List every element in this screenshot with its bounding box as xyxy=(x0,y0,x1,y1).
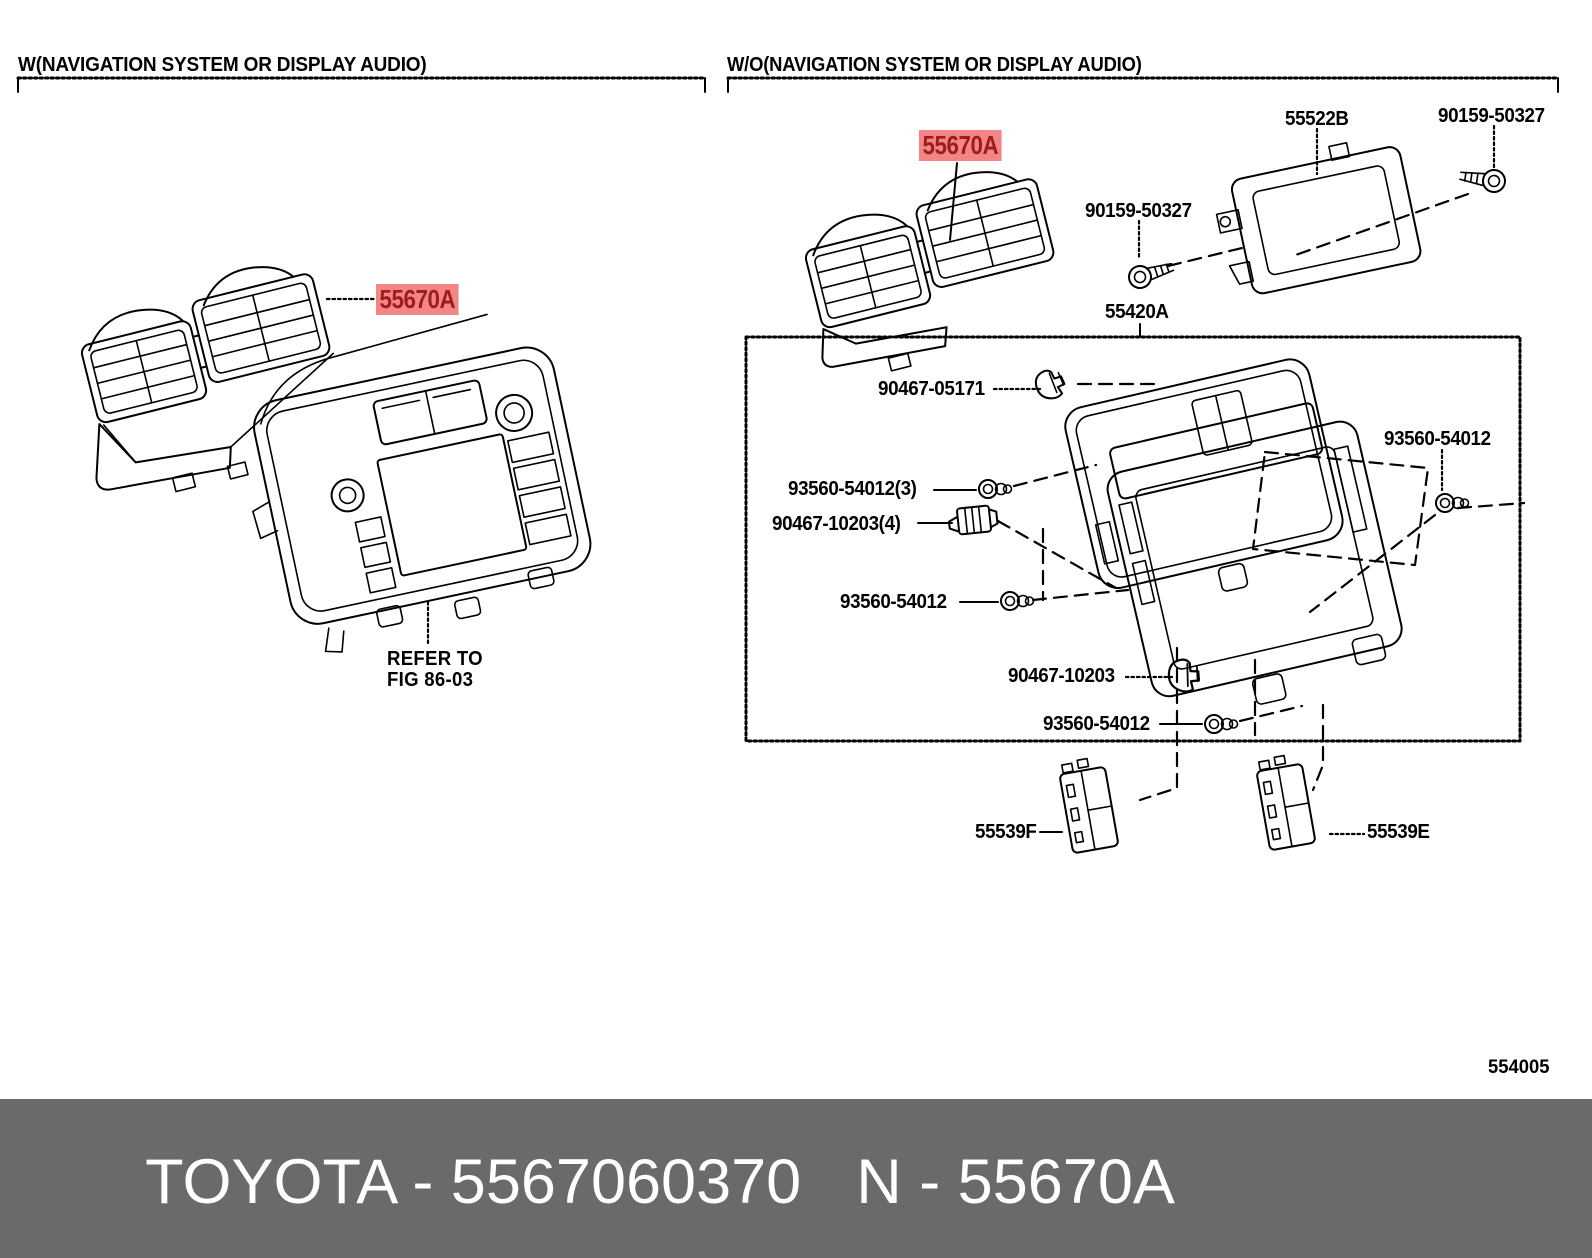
footer-banner: TOYOTA - 5567060370 N - 55670A xyxy=(0,1099,1592,1258)
screw-icon-top xyxy=(1457,164,1508,195)
part-label-93560-54012-x3: 93560-54012(3) xyxy=(788,478,917,500)
section-header-with-nav: W(NAVIGATION SYSTEM OR DISPLAY AUDIO) xyxy=(18,54,427,76)
clip-icon-05171 xyxy=(1032,366,1068,402)
grommet-icon-bottom xyxy=(1204,714,1239,734)
part-label-55539e: 55539E xyxy=(1367,821,1430,843)
part-label-55539f: 55539F xyxy=(975,821,1037,843)
highlighted-part-label-left: 55670A xyxy=(376,284,459,315)
part-label-93560-54012-left: 93560-54012 xyxy=(840,591,947,613)
right-section-bracket xyxy=(726,76,1560,93)
refer-note: REFER TO FIG 86-03 xyxy=(387,649,483,691)
left-vent-drawing xyxy=(70,252,336,493)
part-label-90159-50327-top: 90159-50327 xyxy=(1438,105,1545,127)
figure-code: 554005 xyxy=(1488,1057,1550,1078)
part-label-90467-10203: 90467-10203 xyxy=(1008,665,1115,687)
section-header-without-nav: W/O(NAVIGATION SYSTEM OR DISPLAY AUDIO) xyxy=(727,54,1142,76)
left-section-bracket xyxy=(16,76,707,93)
right-vent-drawing xyxy=(794,157,1060,372)
part-label-90467-10203-x4: 90467-10203(4) xyxy=(772,513,901,535)
footer-brand-part-number: TOYOTA - 5567060370 xyxy=(145,1146,802,1217)
part-label-55420a: 55420A xyxy=(1105,301,1169,323)
switch-blank-e-drawing xyxy=(1253,751,1317,852)
footer-catalog-part-number: N - 55670A xyxy=(856,1146,1175,1217)
panel-drawing xyxy=(1064,358,1430,705)
footer-text: TOYOTA - 5567060370 N - 55670A xyxy=(145,1146,1175,1218)
part-label-93560-54012-bottom: 93560-54012 xyxy=(1043,713,1150,735)
grommet-icon-left xyxy=(1000,591,1035,611)
part-label-55522b: 55522B xyxy=(1285,108,1349,130)
left-cluster-drawing xyxy=(252,313,592,653)
switch-blank-f-drawing xyxy=(1056,754,1120,855)
part-label-90159-50327-mid: 90159-50327 xyxy=(1085,200,1192,222)
part-label-90467-05171: 90467-05171 xyxy=(878,378,985,400)
leader-right-55670a xyxy=(949,162,958,241)
parts-box-border xyxy=(744,335,1522,743)
refer-note-line1: REFER TO xyxy=(387,648,483,670)
grommet-icon-x3 xyxy=(978,479,1013,499)
screw-icon-mid xyxy=(1125,255,1177,292)
grommet-icon-right xyxy=(1435,493,1470,513)
highlighted-part-label-right: 55670A xyxy=(919,130,1002,161)
hood-unit-drawing xyxy=(1215,141,1422,295)
part-label-93560-54012-right: 93560-54012 xyxy=(1384,428,1491,450)
refer-note-line2: FIG 86-03 xyxy=(387,669,474,691)
clip-icon-10203 xyxy=(1165,656,1204,695)
clamp-icon-x4 xyxy=(946,503,1000,537)
